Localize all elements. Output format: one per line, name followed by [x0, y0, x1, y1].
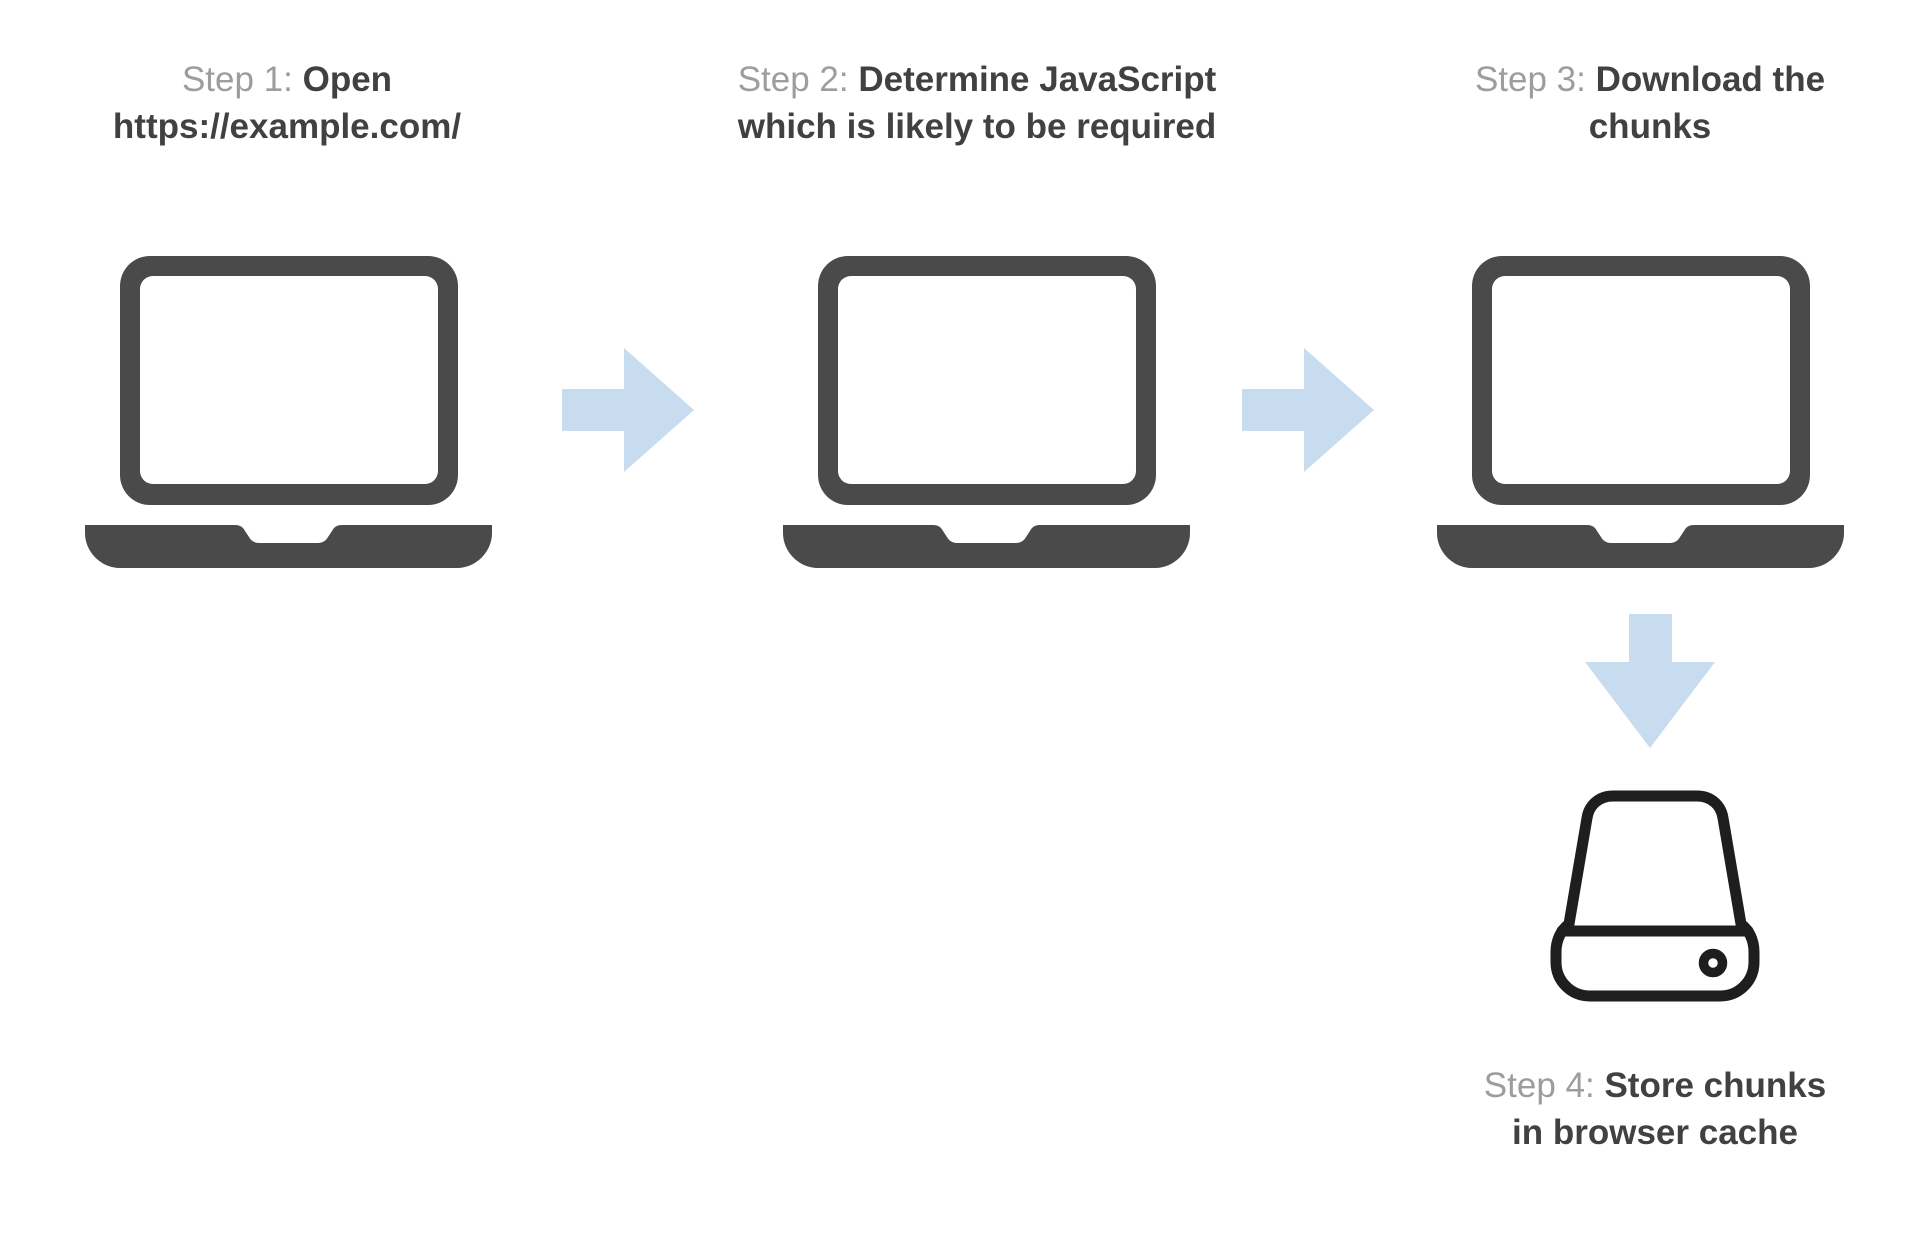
hard-drive-icon: [1550, 790, 1760, 1002]
step1-label: Step 1: Open https://example.com/: [27, 56, 547, 150]
step1-title-part1: Open: [302, 60, 393, 99]
step2-label: Step 2: Determine JavaScript which is li…: [717, 56, 1237, 150]
laptop-icon: [85, 256, 492, 568]
step2-title-part1: Determine JavaScript: [858, 60, 1217, 99]
step3-title-part2: chunks: [1588, 107, 1712, 146]
arrow-right-icon: [562, 348, 694, 472]
step1-prefix: Step 1:: [181, 60, 293, 99]
step2-title-part2: which is likely to be required: [737, 107, 1217, 146]
step1-label-line1: Step 1: Open: [27, 56, 547, 103]
step3-label: Step 3: Download the chunks: [1390, 56, 1910, 150]
step4-label-line1: Step 4: Store chunks: [1395, 1062, 1915, 1109]
arrow-down-icon: [1585, 614, 1715, 748]
step3-prefix: Step 3:: [1474, 60, 1586, 99]
laptop-icon: [783, 256, 1190, 568]
step1-title-part2: https://example.com/: [112, 107, 462, 146]
step3-label-line1: Step 3: Download the: [1390, 56, 1910, 103]
step2-prefix: Step 2:: [737, 60, 849, 99]
step4-title-part1: Store chunks: [1604, 1066, 1827, 1105]
step4-label: Step 4: Store chunks in browser cache: [1395, 1062, 1915, 1156]
laptop-icon: [1437, 256, 1844, 568]
step4-prefix: Step 4:: [1483, 1066, 1595, 1105]
arrow-right-icon: [1242, 348, 1374, 472]
step2-label-line1: Step 2: Determine JavaScript: [717, 56, 1237, 103]
step3-title-part1: Download the: [1595, 60, 1826, 99]
step4-title-part2: in browser cache: [1512, 1113, 1798, 1152]
